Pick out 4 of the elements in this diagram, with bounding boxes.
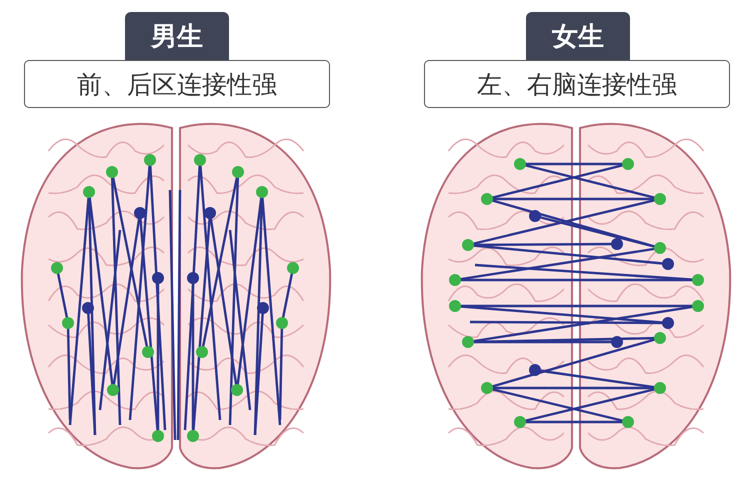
caption-box: 前、后区连接性强 bbox=[24, 60, 330, 108]
title-tab: 女生 bbox=[526, 12, 630, 60]
caption-box: 左、右脑连接性强 bbox=[424, 60, 730, 108]
title-tab: 男生 bbox=[125, 12, 229, 60]
